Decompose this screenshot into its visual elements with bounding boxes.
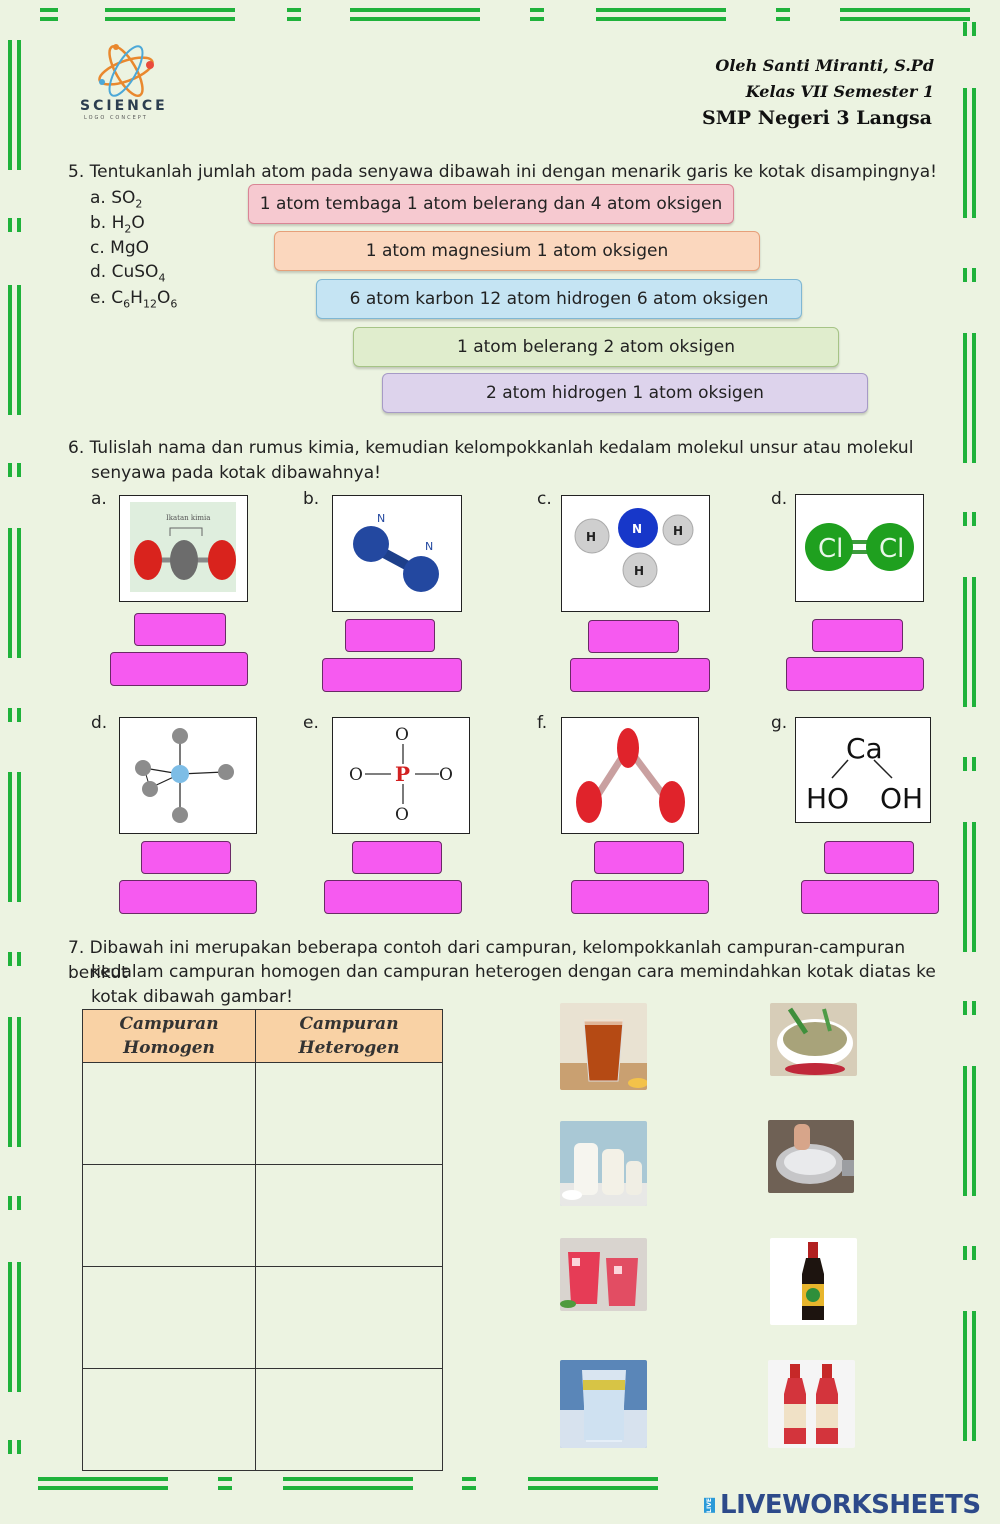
answer-name-box-d[interactable] bbox=[812, 619, 903, 652]
brand-name: LIVEWORKSHEETS bbox=[720, 1490, 981, 1520]
q5-option-e: e. C6H12O6 bbox=[90, 288, 178, 311]
answer-name-box-e[interactable] bbox=[352, 841, 442, 874]
molecule-image-n2: N N bbox=[332, 495, 462, 612]
drop-cell-homogen-3[interactable] bbox=[82, 1266, 256, 1369]
svg-text:O: O bbox=[395, 805, 409, 825]
q6-letter-g: g. bbox=[771, 713, 788, 733]
formula-glucose: C6H12O6 bbox=[111, 288, 178, 311]
school-name: SMP Negeri 3 Langsa bbox=[702, 107, 932, 129]
q5-answer-magnesium-oxide[interactable]: 1 atom magnesium 1 atom oksigen bbox=[274, 231, 760, 271]
svg-text:P: P bbox=[395, 762, 410, 786]
answer-formula-box-d[interactable] bbox=[786, 657, 924, 691]
straining-image[interactable] bbox=[768, 1120, 854, 1193]
q6-question-line2: senyawa pada kotak dibawahnya! bbox=[91, 463, 381, 483]
drop-cell-homogen-4[interactable] bbox=[82, 1368, 256, 1471]
drop-cell-heterogen-1[interactable] bbox=[255, 1062, 443, 1165]
syrup-bottles-image[interactable] bbox=[768, 1360, 855, 1448]
molecule-image-cl2: Cl Cl bbox=[795, 494, 924, 602]
answer-formula-box-b[interactable] bbox=[322, 658, 462, 692]
q5-option-b: b. H2O bbox=[90, 213, 145, 236]
liveworksheets-logo[interactable]: LIVE LIVEWORKSHEETS bbox=[698, 1490, 981, 1520]
oil-water-glass-image[interactable] bbox=[560, 1360, 647, 1448]
svg-text:N: N bbox=[377, 512, 385, 525]
q6-letter-e: e. bbox=[303, 713, 319, 733]
svg-text:Cl: Cl bbox=[818, 534, 843, 564]
q6-letter-b: b. bbox=[303, 489, 320, 509]
answer-formula-box-f[interactable] bbox=[571, 880, 709, 914]
q5-option-a: a. SO2 bbox=[90, 188, 143, 211]
answer-name-box-f[interactable] bbox=[594, 841, 684, 874]
svg-text:H: H bbox=[586, 530, 596, 544]
svg-text:Ikatan kimia: Ikatan kimia bbox=[166, 514, 210, 522]
atom-icon bbox=[98, 44, 154, 98]
q7-question-line2: kedalam campuran homogen dan campuran he… bbox=[91, 962, 936, 982]
svg-text:H: H bbox=[634, 564, 644, 578]
svg-text:Cl: Cl bbox=[879, 534, 904, 564]
svg-text:OH: OH bbox=[880, 782, 923, 815]
answer-name-box-c[interactable] bbox=[588, 620, 679, 653]
q6-letter-a: a. bbox=[91, 489, 107, 509]
q5-option-d: d. CuSO4 bbox=[90, 262, 166, 285]
soup-bowl-image[interactable] bbox=[770, 1003, 857, 1076]
molecule-image-co2: Ikatan kimia bbox=[119, 495, 248, 602]
svg-text:N: N bbox=[425, 540, 433, 553]
class-info: Kelas VII Semester 1 bbox=[745, 82, 934, 101]
answer-formula-box-c[interactable] bbox=[570, 658, 710, 692]
answer-name-box-g[interactable] bbox=[824, 841, 914, 874]
q5-answer-glucose[interactable]: 6 atom karbon 12 atom hidrogen 6 atom ok… bbox=[316, 279, 802, 319]
q5-option-c: c. MgO bbox=[90, 238, 150, 258]
q7-question-line3: kotak dibawah gambar! bbox=[91, 987, 293, 1007]
answer-formula-box-a[interactable] bbox=[110, 652, 248, 686]
q5-answer-water[interactable]: 2 atom hidrogen 1 atom oksigen bbox=[382, 373, 868, 413]
q5-question: 5. Tentukanlah jumlah atom pada senyawa … bbox=[68, 162, 937, 182]
drop-cell-heterogen-4[interactable] bbox=[255, 1368, 443, 1471]
molecule-image-po4: O O P O O bbox=[332, 717, 470, 834]
molecule-image-o3 bbox=[561, 717, 699, 834]
q6-letter-d: d. bbox=[771, 489, 788, 509]
svg-text:O: O bbox=[349, 765, 363, 785]
q6-question-line1: 6. Tulislah nama dan rumus kimia, kemudi… bbox=[68, 438, 914, 458]
svg-text:O: O bbox=[395, 725, 409, 745]
milk-bottles-image[interactable] bbox=[560, 1121, 647, 1206]
q5-answer-sulfur-dioxide[interactable]: 1 atom belerang 2 atom oksigen bbox=[353, 327, 839, 367]
live-badge: LIVE bbox=[703, 1497, 715, 1513]
tea-glass-image[interactable] bbox=[560, 1003, 647, 1090]
author-name: Oleh Santi Miranti, S.Pd bbox=[715, 56, 934, 75]
q6-letter-d2: d. bbox=[91, 713, 108, 733]
logo-subtext: LOGO CONCEPT bbox=[84, 115, 148, 121]
q7-question-line1: 7. Dibawah ini merupakan beberapa contoh… bbox=[68, 938, 906, 983]
q6-letter-c: c. bbox=[537, 489, 552, 509]
answer-name-box-a[interactable] bbox=[134, 613, 226, 646]
q6-letter-f: f. bbox=[537, 713, 548, 733]
drop-cell-heterogen-2[interactable] bbox=[255, 1164, 443, 1267]
molecule-image-caoh2: Ca HO OH bbox=[795, 717, 931, 823]
soy-sauce-image[interactable] bbox=[770, 1238, 857, 1325]
answer-formula-box-g[interactable] bbox=[801, 880, 939, 914]
molecule-image-pcl5 bbox=[119, 717, 257, 834]
science-logo: SCIENCE LOGO CONCEPT bbox=[78, 40, 178, 124]
drop-cell-homogen-2[interactable] bbox=[82, 1164, 256, 1267]
svg-text:N: N bbox=[632, 522, 642, 536]
q5-answer-copper-sulfate[interactable]: 1 atom tembaga 1 atom belerang dan 4 ato… bbox=[248, 184, 734, 224]
answer-formula-box-d2[interactable] bbox=[119, 880, 257, 914]
svg-text:Ca: Ca bbox=[846, 732, 883, 765]
answer-name-box-b[interactable] bbox=[345, 619, 435, 652]
drop-cell-homogen-1[interactable] bbox=[82, 1062, 256, 1165]
svg-text:HO: HO bbox=[806, 782, 849, 815]
svg-text:H: H bbox=[673, 524, 683, 538]
red-drink-image[interactable] bbox=[560, 1238, 647, 1311]
logo-text: SCIENCE bbox=[80, 98, 168, 114]
answer-formula-box-e[interactable] bbox=[324, 880, 462, 914]
molecule-image-nh3: H N H H bbox=[561, 495, 710, 612]
answer-name-box-d2[interactable] bbox=[141, 841, 231, 874]
drop-cell-heterogen-3[interactable] bbox=[255, 1266, 443, 1369]
svg-text:O: O bbox=[439, 765, 453, 785]
